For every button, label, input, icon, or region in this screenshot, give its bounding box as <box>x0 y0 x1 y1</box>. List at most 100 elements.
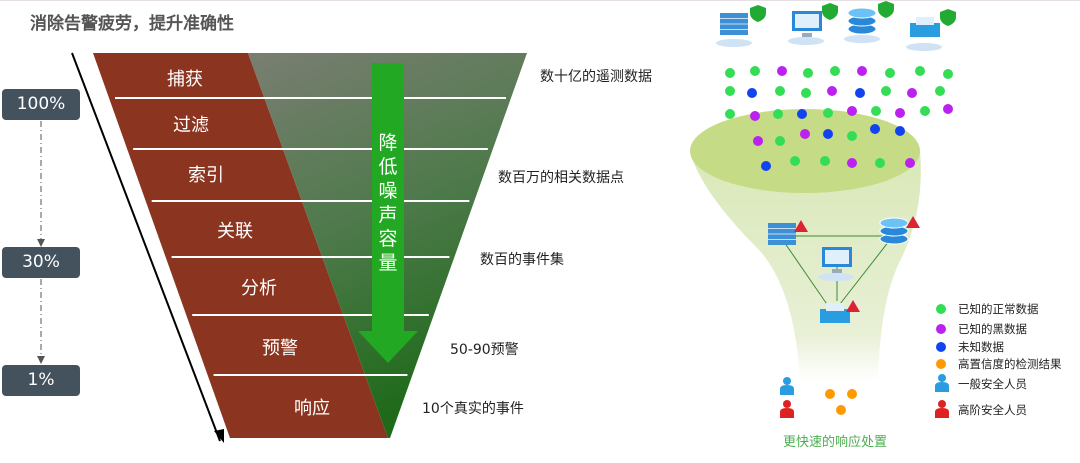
stage-label: 捕获 <box>167 69 203 90</box>
security-person-icon <box>935 374 949 392</box>
data-dot <box>870 124 880 134</box>
detection-dot <box>847 389 857 399</box>
data-dot <box>905 158 915 168</box>
legend-label: 未知数据 <box>958 340 1004 354</box>
person-head <box>938 374 946 382</box>
data-dot <box>847 131 857 141</box>
security-person-icon <box>935 400 949 418</box>
stage-description: 数百万的相关数据点 <box>498 170 624 186</box>
legend-swatch <box>936 342 946 352</box>
warning-icon <box>906 216 920 228</box>
detection-dot <box>836 405 846 415</box>
data-dot <box>855 88 865 98</box>
data-dot <box>797 109 807 119</box>
shield-icon <box>822 3 838 20</box>
warning-icon <box>794 220 808 232</box>
data-dot <box>881 86 891 96</box>
printer-body <box>910 23 940 37</box>
data-dot <box>725 86 735 96</box>
firewall-icon <box>768 220 808 245</box>
data-dot <box>750 66 760 76</box>
legend-label: 已知的正常数据 <box>958 302 1039 316</box>
data-dot <box>750 111 760 121</box>
data-pool <box>690 109 920 193</box>
percentage-badge: 1% <box>2 365 80 396</box>
person-body <box>935 408 949 418</box>
data-dot <box>871 106 881 116</box>
legend-swatch <box>936 324 946 334</box>
firewall-icon <box>716 5 766 47</box>
data-dot <box>777 66 787 76</box>
data-dot <box>803 68 813 78</box>
legend-swatch <box>936 304 946 314</box>
legend-label: 一般安全人员 <box>958 377 1027 391</box>
icon-shadow <box>906 43 942 51</box>
data-dot <box>823 108 833 118</box>
percentage-badge: 100% <box>2 89 80 120</box>
data-dot <box>827 86 837 96</box>
stage-description: 数十亿的遥测数据 <box>540 69 652 85</box>
person-body <box>780 408 794 418</box>
database-icon <box>844 1 894 43</box>
data-dot <box>943 104 953 114</box>
data-dot <box>725 109 735 119</box>
stage-label: 索引 <box>188 165 224 186</box>
printer-icon <box>906 9 956 51</box>
data-dot <box>915 66 925 76</box>
detection-dot <box>825 389 835 399</box>
icon-shadow <box>716 39 752 47</box>
monitor-screen <box>825 250 849 264</box>
data-dot <box>820 156 830 166</box>
data-dot <box>775 86 785 96</box>
monitor-stand <box>802 33 812 37</box>
printer-paper <box>826 303 844 311</box>
stage-label: 分析 <box>241 278 277 299</box>
percentage-badge: 30% <box>2 247 80 278</box>
person-body <box>935 382 949 392</box>
database-icon <box>879 216 920 245</box>
stage-label: 过滤 <box>173 115 209 136</box>
person-head <box>783 377 791 385</box>
data-dot <box>775 136 785 146</box>
data-dot <box>847 106 857 116</box>
legend-swatch <box>936 359 946 369</box>
stage-label: 响应 <box>294 398 330 419</box>
data-dot <box>907 88 917 98</box>
data-dot <box>761 161 771 171</box>
security-person-icon <box>780 400 794 418</box>
printer-icon <box>820 300 860 323</box>
person-body <box>780 385 794 395</box>
stage-description: 10个真实的事件 <box>422 401 524 417</box>
reduce-noise-text: 降低噪声容量 <box>378 132 398 274</box>
printer-paper <box>916 17 934 25</box>
icon-shadow <box>818 273 854 281</box>
data-dot <box>920 106 930 116</box>
data-dot <box>830 66 840 76</box>
legend-label: 高阶安全人员 <box>958 403 1027 417</box>
monitor-stand <box>832 269 842 273</box>
filter-funnel <box>690 151 921 381</box>
shield-icon <box>750 5 766 22</box>
db-disk <box>847 7 877 19</box>
data-dot <box>935 86 945 96</box>
data-dot <box>895 126 905 136</box>
data-dot <box>875 158 885 168</box>
stage-label: 关联 <box>217 221 253 242</box>
data-dot <box>790 156 800 166</box>
warning-icon <box>846 300 860 312</box>
footer-caption: 更快速的响应处置 <box>783 435 888 450</box>
data-dot <box>823 129 833 139</box>
data-dot <box>895 108 905 118</box>
data-dot <box>747 88 757 98</box>
data-dot <box>857 66 867 76</box>
monitor-icon <box>788 3 838 45</box>
shield-icon <box>878 1 894 18</box>
monitor-icon <box>818 247 854 281</box>
icon-shadow <box>788 37 824 45</box>
data-dot <box>943 69 953 79</box>
reduce-noise-arrow <box>358 63 418 363</box>
data-dot <box>753 136 763 146</box>
legend-label: 高置信度的检测结果 <box>958 357 1062 371</box>
data-dot <box>773 109 783 119</box>
